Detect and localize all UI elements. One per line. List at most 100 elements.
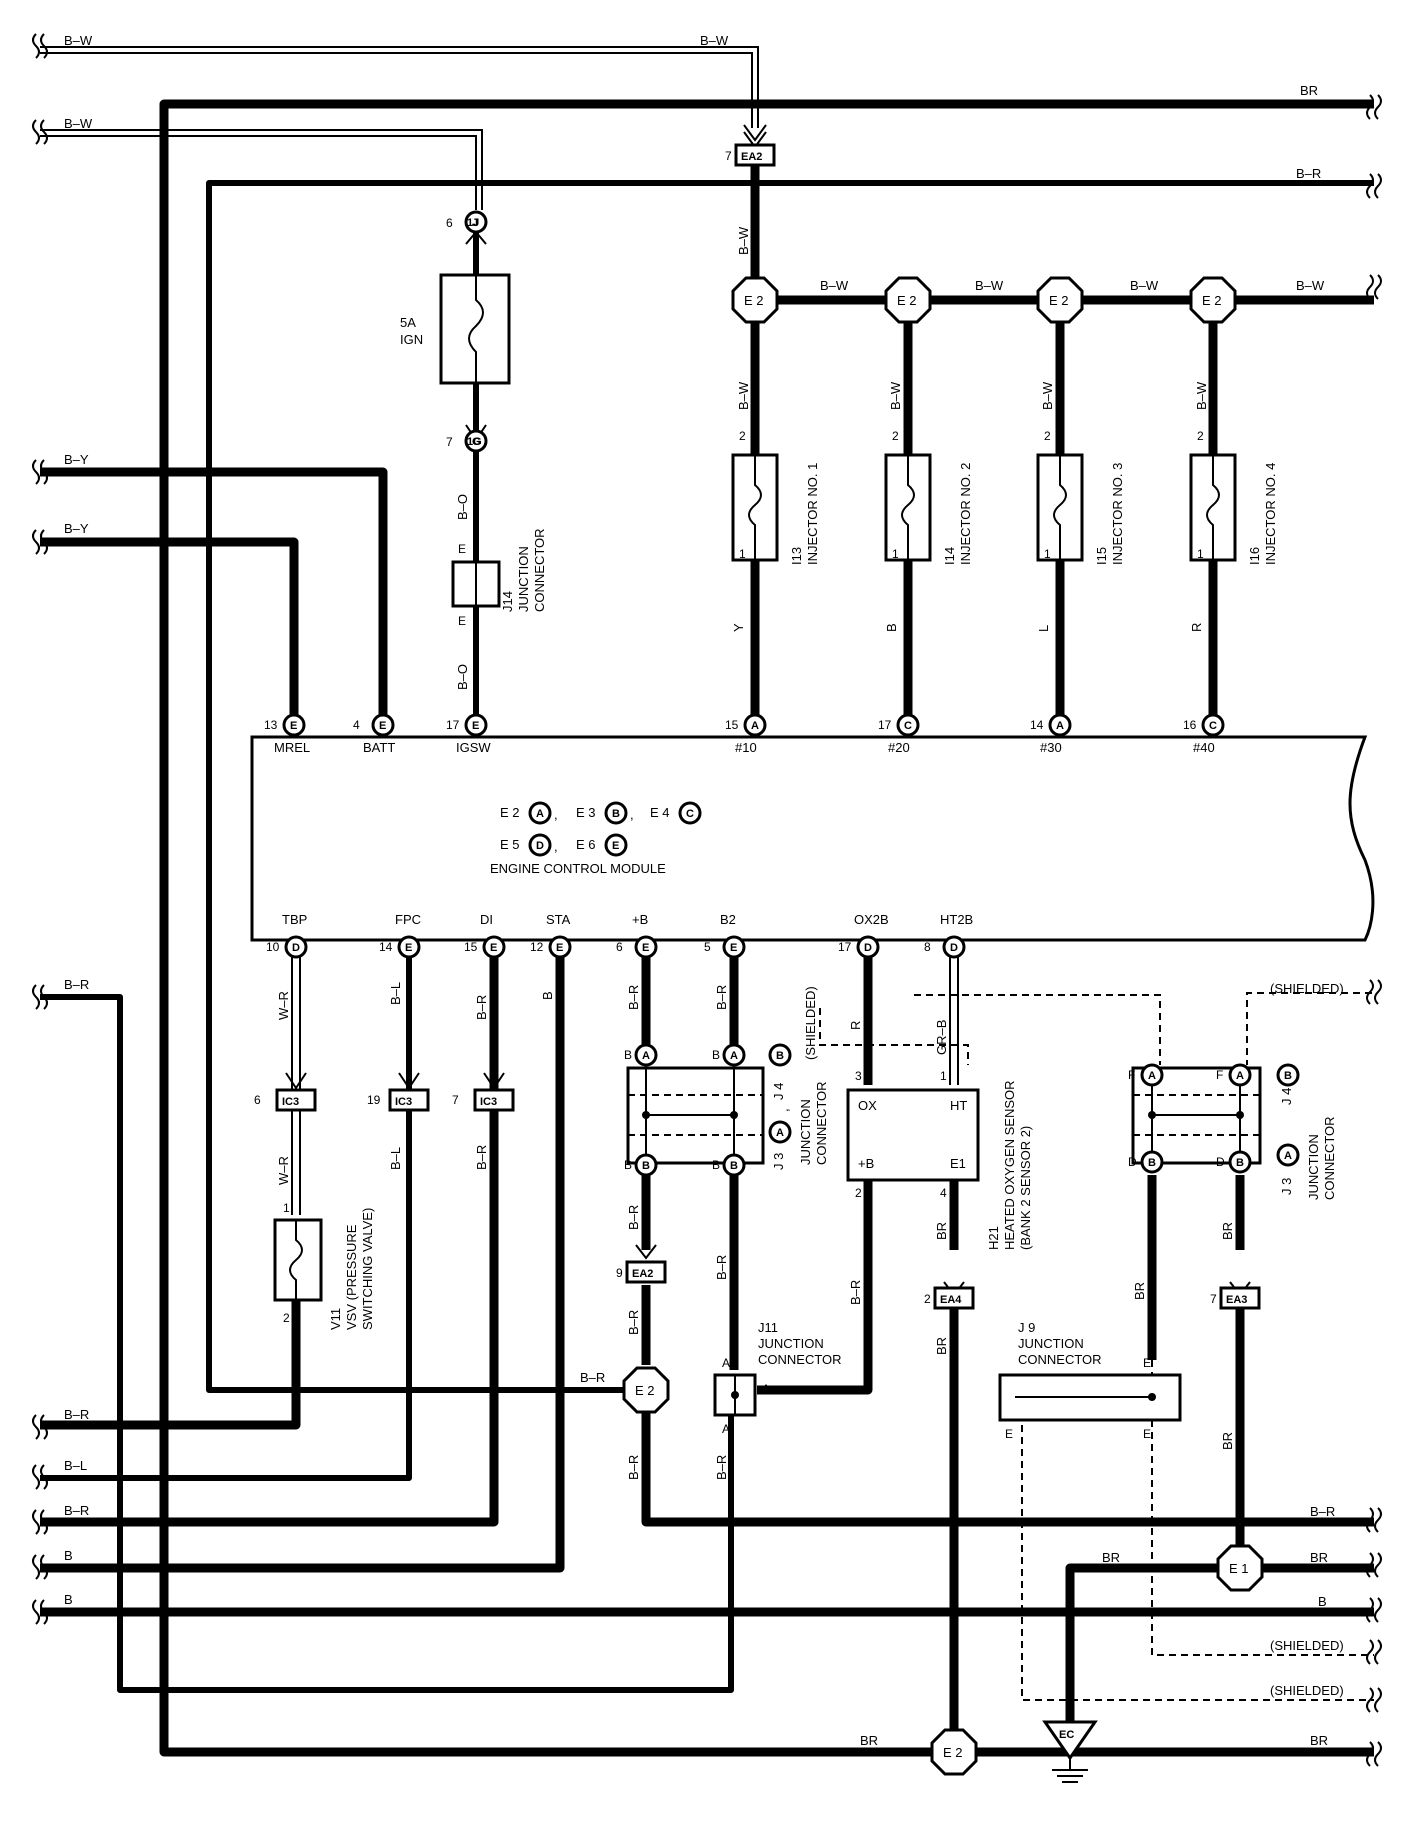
injector-coil-0 — [748, 455, 762, 560]
ecm-code-0: E 2 — [500, 805, 520, 820]
splice-e2-0 — [731, 276, 779, 324]
ecm-code-letter-4 — [604, 833, 628, 857]
ecm-bottom-pin-number-2: 15 — [464, 940, 478, 954]
injector-pin2-1: 2 — [892, 429, 899, 443]
j14-pin-bottom: E — [458, 614, 466, 628]
ecm-top-pin-0-letter: E — [290, 720, 297, 732]
splice-e1-label: E 1 — [1229, 1561, 1249, 1576]
wire-color-24: R — [848, 1021, 863, 1030]
splice-e2-bottom-label: E 2 — [943, 1745, 963, 1760]
vsv-line2: SWITCHING VALVE) — [360, 1208, 375, 1330]
junction-pin-4 — [1140, 1063, 1164, 1087]
ea4 — [933, 1286, 975, 1310]
injector-code-3: I16 — [1247, 547, 1262, 565]
wire-color-1: B–W — [700, 33, 729, 48]
wire-color-0: B–W — [64, 33, 93, 48]
junction-pin-4-letter: A — [1148, 1070, 1156, 1082]
wire-color-4: B–R — [1296, 166, 1321, 181]
vsv-code: V11 — [328, 1308, 343, 1330]
wire-color-11: B–W — [888, 381, 903, 410]
fuse-5a-ign: 5A IGN — [400, 273, 511, 385]
ecm-bottom-pin-number-7: 8 — [924, 940, 931, 954]
ecm-code-4: E 6 — [576, 837, 596, 852]
wire-color-28: B–L — [388, 1147, 403, 1170]
junction-pin-3 — [722, 1153, 746, 1177]
shielded-left: (SHIELDED) — [803, 986, 818, 1060]
ecm-top-terminal-5: #30 — [1040, 740, 1062, 755]
injector-name-2: INJECTOR NO. 3 — [1110, 463, 1125, 565]
wire-color-43: B–L — [64, 1458, 87, 1473]
ecm-top-pin-1-letter: E — [379, 720, 386, 732]
o2-line1: HEATED OXYGEN SENSOR — [1002, 1080, 1017, 1250]
wire-color-23: B–R — [714, 985, 729, 1010]
injector-name-0: INJECTOR NO. 1 — [805, 463, 820, 565]
j9-line1: JUNCTION — [1018, 1336, 1084, 1351]
j3-right-letter — [1276, 1143, 1300, 1167]
fuse-top-pin: 6 — [446, 216, 453, 230]
splice-e2-1-label: E 2 — [897, 293, 917, 308]
j14-pin-top: E — [458, 542, 466, 556]
injector-wire-out-3: R — [1189, 623, 1204, 632]
wire-color-2: BR — [1300, 83, 1318, 98]
ecm-bottom-terminal-4: +B — [632, 912, 648, 927]
splice-e2-2-label: E 2 — [1049, 293, 1069, 308]
wire-color-31: B–R — [626, 1310, 641, 1335]
o2-pin-e1: E1 — [950, 1156, 966, 1171]
injectors — [731, 453, 1237, 562]
ecm-bottom-pin-number-0: 10 — [266, 940, 280, 954]
junction-side-letter-7: D — [1216, 1155, 1225, 1169]
j14-junction-connector: J14 JUNCTION CONNECTOR — [451, 528, 547, 612]
fuse-bottom-conn — [464, 429, 488, 453]
junction-side-letter-3: B — [712, 1158, 720, 1172]
j11-pin-a-top: A — [722, 1356, 730, 1370]
ecm-code-3: E 5 — [500, 837, 520, 852]
ea4-pin: 2 — [924, 1292, 931, 1306]
injector-pin2-0: 2 — [739, 429, 746, 443]
wire-color-36: BR — [1132, 1282, 1147, 1300]
wire-color-16: B–O — [455, 494, 470, 520]
fuse-bottom-conn-letter: G — [472, 436, 481, 448]
j14-line1: JUNCTION — [516, 546, 531, 612]
shielded-bottom-1: (SHIELDED) — [1270, 1638, 1344, 1653]
ecm-code-letter-3-letter: D — [536, 840, 544, 852]
splice-e2-lower-label: E 2 — [635, 1383, 655, 1398]
ecm-bottom-pin-2 — [482, 935, 506, 959]
injector-pin1-1: 1 — [892, 547, 899, 561]
injector-code-0: I13 — [789, 547, 804, 565]
ecm-bottom-pin-number-1: 14 — [379, 940, 393, 954]
splice-e2-3 — [1189, 276, 1237, 324]
heated-oxygen-sensor: OX HT +B E1 H21 HEATED OXYGEN SENSOR (BA… — [846, 1080, 1033, 1250]
vsv-pressure-switching-valve: V11 VSV (PRESSURE SWITCHING VALVE) — [273, 1208, 375, 1330]
ecm-code-comma-3: , — [554, 839, 558, 854]
ic3-0-label: IC3 — [282, 1096, 299, 1108]
splice-e2-0-label: E 2 — [744, 293, 764, 308]
ic3-1 — [388, 1088, 430, 1112]
fuse-bottom-pin: 7 — [446, 435, 453, 449]
j-right-connector: CONNECTOR — [1322, 1116, 1337, 1200]
o2-pin-num-4: 4 — [940, 1186, 947, 1200]
ea2-bottom-pin: 9 — [616, 1266, 623, 1280]
junction-pin-6-letter: B — [1148, 1157, 1156, 1169]
wire-color-30: B–R — [626, 1205, 641, 1230]
injector-coil-2 — [1053, 455, 1067, 560]
ic3-pin-0: 6 — [254, 1093, 261, 1107]
wire-color-15: B–Y — [64, 521, 89, 536]
ecm-code-letter-3 — [528, 833, 552, 857]
wire-color-48: BR — [1102, 1550, 1120, 1565]
wire-color-19: B–L — [388, 982, 403, 1005]
j4-right-letter — [1276, 1063, 1300, 1087]
j-left-junction: JUNCTION — [798, 1099, 813, 1165]
ea3 — [1219, 1286, 1261, 1310]
wire-color-9: B–W — [736, 226, 751, 255]
ic3-arrows — [285, 1072, 1251, 1297]
junction-pin-0 — [634, 1043, 658, 1067]
shielded-bottom-2: (SHIELDED) — [1270, 1683, 1344, 1698]
ecm-bottom-pin-3 — [548, 935, 572, 959]
ic3-0 — [275, 1088, 317, 1112]
fuse-top-conn-id: 1J — [467, 217, 479, 229]
ecm-top-pin-2 — [464, 713, 488, 737]
ecm-top-terminal-1: BATT — [363, 740, 395, 755]
ecm-top-pin-1 — [371, 713, 395, 737]
ecm-bottom-pin-0-letter: D — [292, 942, 300, 954]
ic3-2 — [473, 1088, 515, 1112]
